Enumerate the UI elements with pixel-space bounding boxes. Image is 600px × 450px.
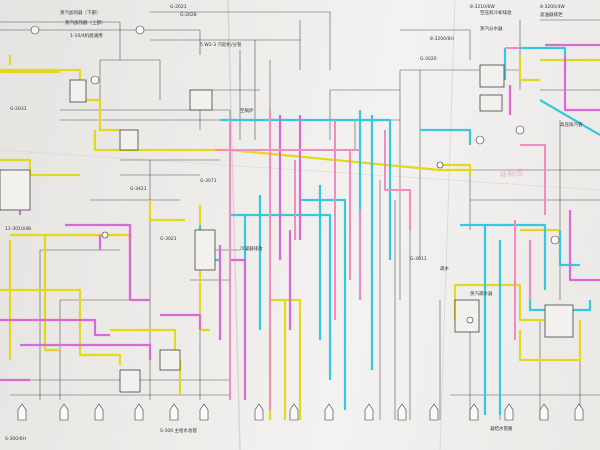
diagram-label: G-2028	[180, 12, 197, 18]
valve-row	[17, 403, 584, 421]
cyan-piping	[198, 46, 600, 415]
instruments	[30, 25, 560, 324]
diagram-label: 1-10/4机组通用	[70, 32, 103, 39]
diagram-label: 8-3210/6W	[470, 4, 495, 10]
diagram-label: G-2031	[10, 106, 27, 112]
diagram-label: 蒸汽加热器（下部）	[60, 9, 101, 16]
diagram-label: G-2023	[170, 4, 187, 10]
diagram-label: S-300/6H	[5, 436, 26, 442]
paper-fold	[439, 0, 456, 450]
diagram-label: 蒸汽分水器	[480, 25, 503, 32]
diagram-label: G-3020	[420, 56, 437, 62]
diagram-label: 蒸汽疏水器	[470, 290, 493, 297]
equipment	[0, 64, 574, 393]
diagram-label: 凝结水管路	[490, 425, 513, 432]
paper-fold	[227, 0, 241, 450]
diagram-label: 8-3200/6H	[430, 36, 454, 42]
diagram-label: 蒸汽加热器（上部）	[65, 19, 106, 26]
diagram-label: 至锅炉	[240, 107, 254, 114]
diagram-label: S-300 主给水总管	[160, 427, 197, 434]
diagram-label: 空压机冷却排放	[480, 9, 512, 16]
pink-piping	[215, 47, 546, 410]
diagram-label: 高压排汽管	[560, 121, 583, 128]
diagram-label: 疏水	[440, 265, 449, 272]
diagram-label: 8-3200/4W	[540, 4, 565, 10]
diagram-label: G-3071	[200, 178, 217, 184]
diagram-label: 冷凝器排放	[240, 245, 263, 252]
handwritten-note: 补标签	[499, 167, 524, 180]
black-piping	[0, 11, 600, 420]
diagram-label: 5 W2-3 汽轮机/分管	[200, 41, 242, 48]
diagram-label: G-3011	[410, 256, 427, 262]
diagram-label: G-3421	[130, 186, 147, 192]
diagram-label: 滤油器排泄	[540, 11, 563, 18]
diagram-label: G-3021	[160, 236, 177, 242]
diagram-label: 11-3010/4B	[5, 226, 31, 232]
